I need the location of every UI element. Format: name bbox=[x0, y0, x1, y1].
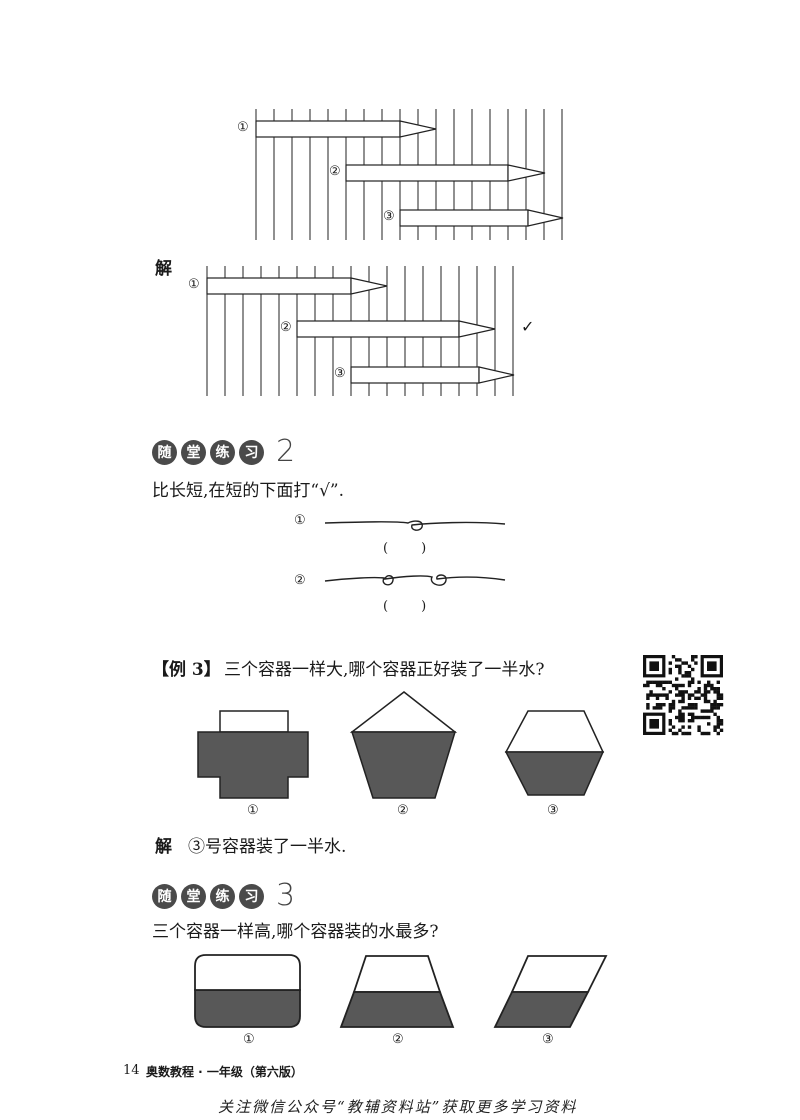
practice-3-header: 随 堂 练 习 3 bbox=[152, 881, 295, 911]
pencil-3 bbox=[399, 209, 564, 227]
check-mark: ✓ bbox=[521, 317, 535, 336]
tall-container-1 bbox=[194, 954, 301, 1028]
solution-label: 解 bbox=[155, 259, 172, 279]
tall-container-label-3: ③ bbox=[542, 1032, 554, 1047]
container-label-2: ② bbox=[397, 803, 409, 818]
practice-2-header: 随 堂 练 习 2 bbox=[152, 437, 295, 467]
pencil-1 bbox=[255, 120, 437, 138]
example-3-question: 三个容器一样大,哪个容器正好装了一半水? bbox=[224, 660, 545, 680]
example-3-answer: ③号容器装了一半水. bbox=[188, 837, 347, 857]
container-2 bbox=[349, 691, 458, 799]
container-1 bbox=[197, 710, 309, 799]
answer-paren-1[interactable]: ( ) bbox=[383, 541, 427, 556]
page-number: 14 bbox=[123, 1063, 140, 1078]
tall-container-label-1: ① bbox=[243, 1032, 255, 1047]
pencil-1 bbox=[206, 277, 388, 295]
example-tag: 【例 3】 bbox=[152, 660, 221, 680]
practice-2-question: 比长短,在短的下面打“√”. bbox=[152, 481, 345, 501]
practice-badge: 随 bbox=[152, 883, 177, 909]
practice-badge: 随 bbox=[152, 439, 177, 465]
example-3-solution-label: 解 bbox=[155, 837, 172, 857]
practice-badge: 习 bbox=[239, 439, 264, 465]
pencil-3 bbox=[350, 366, 515, 384]
practice-badge: 堂 bbox=[181, 883, 206, 909]
pencil-solution-figure bbox=[206, 266, 515, 396]
pencil-2 bbox=[296, 320, 496, 338]
tall-container-label-2: ② bbox=[392, 1032, 404, 1047]
practice-badge: 练 bbox=[210, 883, 235, 909]
solution-label-3: ③ bbox=[334, 366, 346, 381]
container-3 bbox=[504, 710, 605, 796]
container-label-1: ① bbox=[247, 803, 259, 818]
watermark-text: 关注微信公众号“教辅资料站”获取更多学习资料 bbox=[218, 1098, 578, 1116]
practice-number: 2 bbox=[276, 434, 296, 469]
practice-badge: 堂 bbox=[181, 439, 206, 465]
tall-container-2 bbox=[339, 955, 455, 1028]
solution-label-2: ② bbox=[280, 320, 292, 335]
answer-paren-2[interactable]: ( ) bbox=[383, 599, 427, 614]
rope-label-1: ① bbox=[294, 513, 306, 528]
solution-label-1: ① bbox=[188, 277, 200, 292]
practice-3-question: 三个容器一样高,哪个容器装的水最多? bbox=[152, 922, 439, 942]
pencil-2 bbox=[345, 164, 546, 182]
pencil-label-3: ③ bbox=[383, 209, 395, 224]
container-label-3: ③ bbox=[547, 803, 559, 818]
book-title: 奥数教程 · 一年级（第六版） bbox=[146, 1065, 303, 1079]
pencil-label-1: ① bbox=[237, 120, 249, 135]
pencil-comparison-figure bbox=[255, 109, 564, 240]
practice-badge: 习 bbox=[239, 883, 264, 909]
rope-label-2: ② bbox=[294, 573, 306, 588]
tall-container-3 bbox=[493, 955, 608, 1028]
practice-number: 3 bbox=[276, 878, 296, 913]
qr-code[interactable] bbox=[643, 655, 724, 736]
practice-badge: 练 bbox=[210, 439, 235, 465]
pencil-label-2: ② bbox=[329, 164, 341, 179]
